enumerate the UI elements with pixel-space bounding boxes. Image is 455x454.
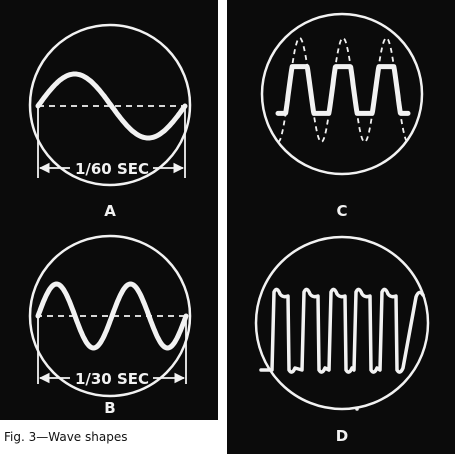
scope-d-square-trace — [259, 287, 425, 374]
figure-caption: Fig. 3—Wave shapes — [4, 430, 128, 444]
scope-c-letter: C — [336, 202, 347, 220]
scope-c: C — [260, 12, 424, 220]
scope-c-screen — [260, 12, 424, 176]
scope-c-input-sine-dashed — [277, 37, 409, 143]
scope-a-sine-trace — [35, 71, 188, 141]
scope-d: D — [254, 235, 430, 445]
scope-d-letter: D — [336, 427, 348, 445]
scope-a-time-label: 1/60 SEC — [75, 160, 149, 178]
scope-b: 1/30 SEC B — [28, 234, 192, 417]
scope-b-letter: B — [104, 399, 115, 417]
scope-b-sine-trace — [35, 281, 189, 351]
scope-a-screen — [28, 23, 192, 187]
scope-d-screen — [254, 235, 430, 411]
scope-b-screen — [28, 234, 192, 398]
scope-d-dot — [355, 407, 359, 411]
scope-c-clipped-trace — [275, 64, 411, 116]
scope-a: 1/60 SEC A — [28, 23, 192, 220]
scope-a-letter: A — [104, 202, 116, 220]
scope-b-time-label: 1/30 SEC — [75, 370, 149, 388]
